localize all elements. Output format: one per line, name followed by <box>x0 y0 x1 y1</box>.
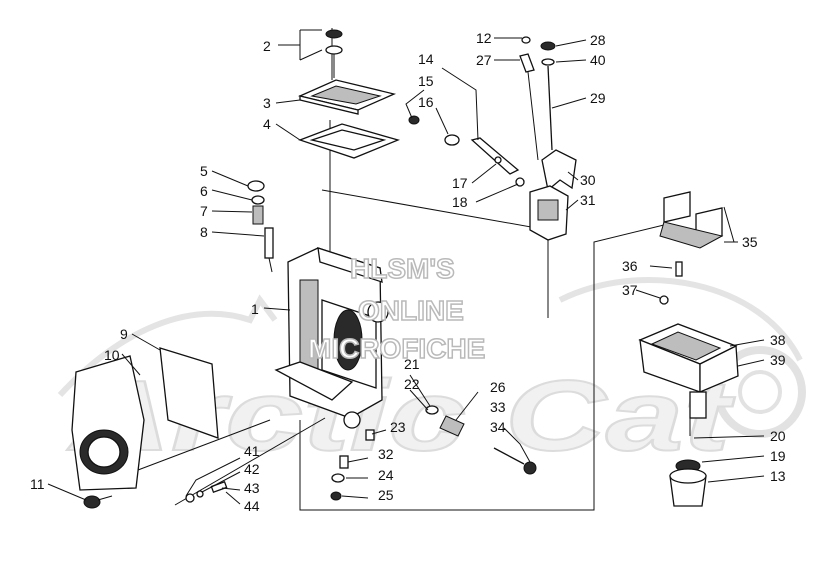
callout-18: 18 <box>452 194 468 210</box>
watermark-line-3: MICROFICHE <box>308 333 485 364</box>
fittings-41-44 <box>185 480 228 503</box>
callout-27: 27 <box>476 52 492 68</box>
callout-31: 31 <box>580 192 596 208</box>
callout-32: 32 <box>378 446 394 462</box>
callout-42: 42 <box>244 461 260 477</box>
callout-36: 36 <box>622 258 638 274</box>
callout-24: 24 <box>378 467 394 483</box>
callout-5: 5 <box>200 163 208 179</box>
callout-43: 43 <box>244 480 260 496</box>
callout-28: 28 <box>590 32 606 48</box>
watermark-line-1: HLSM'S <box>350 253 455 284</box>
bolt-11 <box>83 495 113 509</box>
callout-40: 40 <box>590 52 606 68</box>
callout-2: 2 <box>263 38 271 54</box>
callout-34: 34 <box>490 419 506 435</box>
bracket-14-18 <box>408 115 525 187</box>
callout-10: 10 <box>104 347 120 363</box>
lever-sensor-30-31 <box>529 149 577 241</box>
callout-16: 16 <box>418 94 434 110</box>
gasket-9 <box>159 347 219 439</box>
callout-25: 25 <box>378 487 394 503</box>
callout-39: 39 <box>770 352 786 368</box>
callout-9: 9 <box>120 326 128 342</box>
adjust-screws-21-34 <box>330 405 537 501</box>
intake-flange-10 <box>71 355 145 491</box>
linkage-rod-29 <box>519 36 556 161</box>
callout-33: 33 <box>490 399 506 415</box>
callout-38: 38 <box>770 332 786 348</box>
leader-lines <box>47 29 765 505</box>
carburetor-body-1 <box>274 247 389 429</box>
choke-assembly-35 <box>659 191 724 305</box>
callout-30: 30 <box>580 172 596 188</box>
gasket-4 <box>298 123 400 159</box>
callout-29: 29 <box>590 90 606 106</box>
callout-21: 21 <box>404 356 420 372</box>
top-cover-3 <box>297 79 397 115</box>
callout-17: 17 <box>452 175 468 191</box>
callout-35: 35 <box>742 234 758 250</box>
callout-11: 11 <box>30 476 45 492</box>
callout-12: 12 <box>476 30 492 46</box>
callout-labels: 1 2 3 4 5 6 7 8 9 10 11 12 13 14 15 16 1… <box>30 30 786 514</box>
callout-41: 41 <box>244 443 260 459</box>
callout-37: 37 <box>622 282 638 298</box>
screw-washer-2 <box>325 29 343 78</box>
callout-7: 7 <box>200 203 208 219</box>
callout-1: 1 <box>251 301 259 317</box>
callout-3: 3 <box>263 95 271 111</box>
callout-15: 15 <box>418 73 434 89</box>
callout-26: 26 <box>490 379 506 395</box>
callout-6: 6 <box>200 183 208 199</box>
watermark-line-2: ONLINE <box>358 295 464 326</box>
callout-8: 8 <box>200 224 208 240</box>
needle-parts-5-8 <box>247 180 274 273</box>
callout-13: 13 <box>770 468 786 484</box>
site-watermark: HLSM'S ONLINE MICROFICHE <box>307 252 486 365</box>
callout-44: 44 <box>244 498 260 514</box>
callout-14: 14 <box>418 51 434 67</box>
drain-13-19-20 <box>669 418 707 507</box>
float-bowl-38-39 <box>638 323 739 419</box>
callout-20: 20 <box>770 428 786 444</box>
callout-4: 4 <box>263 116 271 132</box>
callout-19: 19 <box>770 448 786 464</box>
callout-23: 23 <box>390 419 406 435</box>
callout-22: 22 <box>404 376 420 392</box>
